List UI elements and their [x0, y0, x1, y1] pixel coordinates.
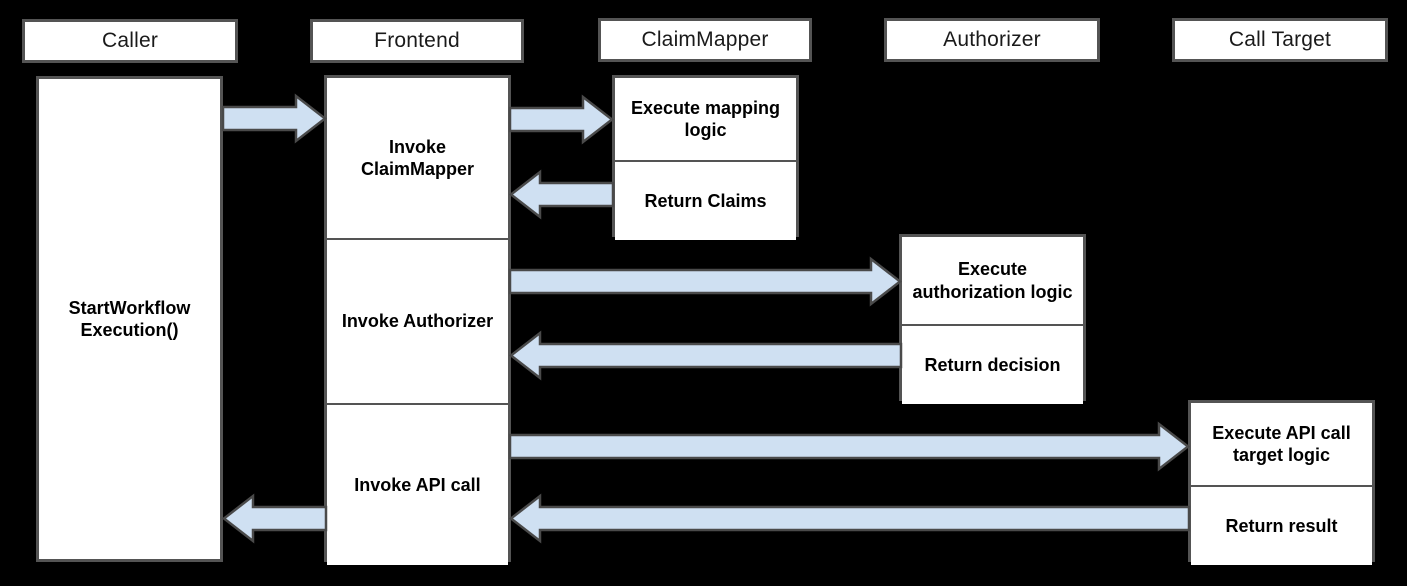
- message-arrow-frontend-to-caller: [221, 493, 328, 544]
- lane-header-label: Caller: [101, 29, 159, 52]
- lifeline-caller: StartWorkflow Execution(): [36, 76, 223, 562]
- lane-header-call-target: Call Target: [1172, 18, 1388, 62]
- lifeline-authorizer: Execute authorization logic Return decis…: [899, 234, 1086, 404]
- lifeline-call-target: Execute API call target logic Return res…: [1188, 400, 1375, 565]
- lane-header-label: Authorizer: [943, 28, 1041, 51]
- message-arrow-frontend-to-call-target: [508, 421, 1191, 472]
- activation-execute-mapping-logic: Execute mapping logic: [615, 78, 796, 160]
- message-arrow-claimmapper-to-frontend: [508, 169, 615, 220]
- activation-invoke-api-call: Invoke API call: [327, 403, 508, 565]
- lifeline-frontend: Invoke ClaimMapper Invoke Authorizer Inv…: [324, 75, 511, 565]
- activation-return-decision: Return decision: [902, 324, 1083, 404]
- activation-invoke-claimmapper: Invoke ClaimMapper: [327, 78, 508, 238]
- message-arrow-call-target-to-frontend: [508, 493, 1191, 544]
- lane-header-authorizer: Authorizer: [884, 18, 1100, 62]
- activation-return-claims: Return Claims: [615, 160, 796, 240]
- message-arrow-frontend-to-claimmapper: [508, 94, 615, 145]
- activation-start-workflow-execution: StartWorkflow Execution(): [39, 79, 220, 559]
- activation-execute-api-call-target-logic: Execute API call target logic: [1191, 403, 1372, 485]
- lane-header-label: ClaimMapper: [641, 28, 769, 51]
- message-arrow-caller-to-frontend: [221, 93, 328, 144]
- activation-return-result: Return result: [1191, 485, 1372, 565]
- lane-header-caller: Caller: [22, 19, 238, 63]
- lane-header-claimmapper: ClaimMapper: [598, 18, 812, 62]
- activation-execute-authorization-logic: Execute authorization logic: [902, 237, 1083, 324]
- activation-invoke-authorizer: Invoke Authorizer: [327, 238, 508, 403]
- message-arrow-authorizer-to-frontend: [508, 330, 903, 381]
- lane-header-frontend: Frontend: [310, 19, 524, 63]
- lane-header-label: Frontend: [374, 29, 460, 52]
- lane-header-label: Call Target: [1228, 28, 1332, 51]
- message-arrow-frontend-to-authorizer: [508, 256, 903, 307]
- lifeline-claimmapper: Execute mapping logic Return Claims: [612, 75, 799, 240]
